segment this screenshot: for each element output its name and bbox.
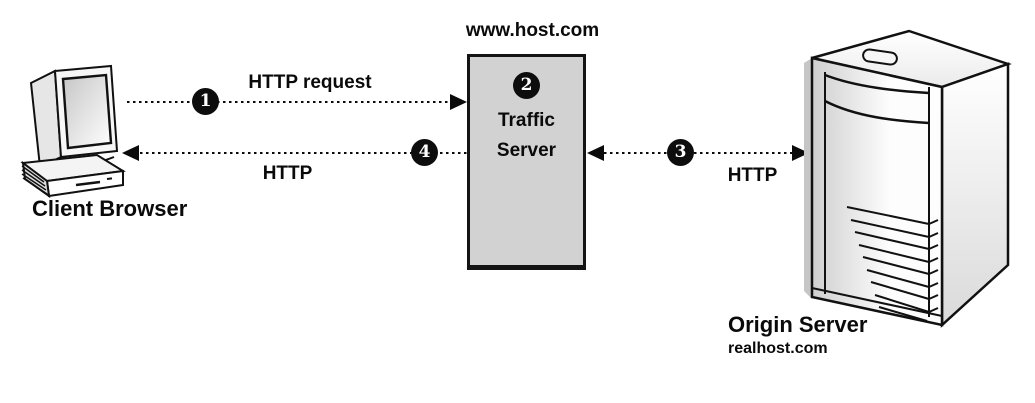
vent-lines bbox=[846, 206, 939, 322]
origin-server-icon bbox=[804, 29, 1012, 328]
http-request-label: HTTP request bbox=[248, 72, 372, 93]
arrowhead-left-icon bbox=[122, 145, 139, 161]
traffic-server-name: Traffic Server bbox=[496, 110, 557, 161]
arrowhead-right-icon bbox=[450, 94, 467, 110]
arrow-http-request bbox=[127, 94, 467, 110]
step-1-badge: 1 bbox=[192, 88, 219, 115]
traffic-server-node: 2 Traffic Server bbox=[467, 54, 586, 270]
arrowhead-left-icon bbox=[587, 145, 604, 161]
origin-server-hostname: realhost.com bbox=[728, 340, 828, 357]
http-origin-label: HTTP bbox=[727, 165, 778, 186]
step-4-badge: 4 bbox=[411, 139, 438, 166]
http-response-label: HTTP bbox=[262, 163, 313, 184]
origin-server-label: Origin Server bbox=[728, 312, 868, 337]
step-2-badge: 2 bbox=[513, 72, 540, 99]
traffic-server-hostname: www.host.com bbox=[465, 20, 600, 41]
client-computer-icon bbox=[20, 64, 126, 198]
client-browser-label: Client Browser bbox=[32, 196, 188, 221]
arrow-origin-exchange bbox=[587, 145, 809, 161]
step-3-badge: 3 bbox=[667, 139, 694, 166]
arrowhead-right-icon bbox=[792, 145, 809, 161]
